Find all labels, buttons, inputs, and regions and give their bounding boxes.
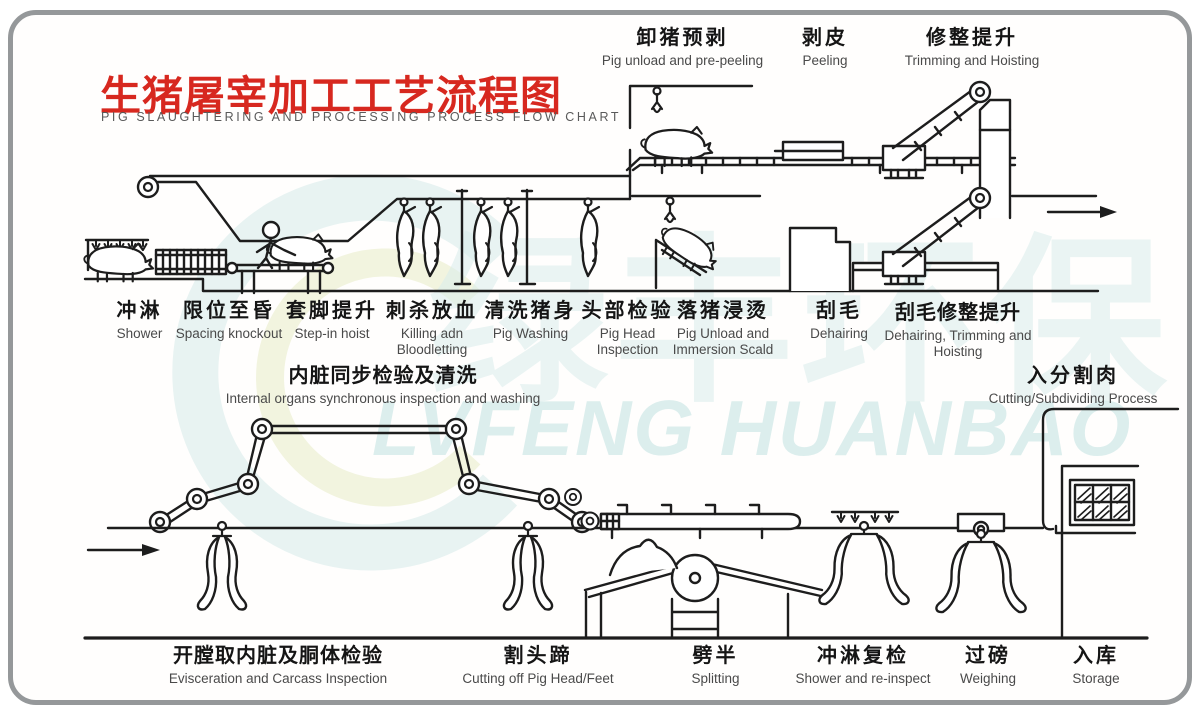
- subdividing-rail-drawing: [1041, 407, 1180, 531]
- scalding-tank-drawing: [788, 226, 852, 293]
- stage-label-trimming-hoisting: 修整提升 Trimming and Hoisting: [904, 27, 1040, 68]
- stage-label-step-in-hoist: 套脚提升 Step-in hoist: [286, 300, 378, 341]
- stage-label-shower: 冲淋 Shower: [116, 300, 163, 341]
- return-rail-drawing: [630, 194, 762, 224]
- stage-label-dehairing: 刮毛 Dehairing: [810, 300, 868, 341]
- stage-label-weighing: 过磅 Weighing: [959, 645, 1017, 686]
- worker-figure: [255, 220, 297, 270]
- flow-arrows-right: [1010, 194, 1117, 218]
- scald-drop-drawing: [651, 216, 726, 290]
- organs-conveyor-drawing: [148, 417, 594, 534]
- carcass-rail-drawing: [106, 522, 1045, 609]
- splitting-saw-drawing: [583, 538, 827, 640]
- stage-label-evisceration: 开膛取内脏及胴体检验 Evisceration and Carcass Insp…: [168, 645, 388, 686]
- stage-label-pig-washing: 清洗猪身 Pig Washing: [484, 300, 577, 341]
- pig-on-saw-table: [608, 538, 679, 577]
- stage-label-unload-prepeel: 卸猪预剥 Pig unload and pre-peeling: [601, 27, 764, 68]
- hoist-tower-drawing: [978, 98, 1012, 220]
- shower-station-drawing: [83, 238, 155, 283]
- stage-label-peeling: 剥皮 Peeling: [802, 27, 848, 68]
- watermark-en: LVFENG HUANBAO: [372, 384, 1132, 472]
- weighing-scale-drawing: [936, 512, 1026, 615]
- flow-arrow-left: [86, 544, 160, 556]
- stage-label-spacing-knockout: 限位至昏 Spacing knockout: [175, 300, 283, 341]
- stage-label-dehair-trim-hoist: 刮毛修整提升 Dehairing, Trimming and Hoisting: [884, 302, 1032, 359]
- sticking-table-drawing: [225, 220, 335, 295]
- page-title: 生猪屠宰加工工艺流程图: [100, 73, 562, 119]
- logo-watermark: [172, 174, 518, 571]
- reinspect-shower-drawing: [819, 510, 909, 607]
- stage-label-killing-bloodletting: 刺杀放血 Killing adn Bloodletting: [386, 300, 478, 357]
- stage-label-storage: 入库 Storage: [1072, 645, 1120, 686]
- stage-label-reinspect: 冲淋复检 Shower and re-inspect: [795, 645, 931, 686]
- upper-floor-line: [83, 277, 1100, 293]
- stage-label-organs-inspection: 内脏同步检验及清洗 Internal organs synchronous in…: [225, 365, 541, 406]
- stage-label-immersion-scald: 落猪浸烫 Pig Unload and Immersion Scald: [672, 300, 774, 357]
- stage-label-splitting: 劈半 Splitting: [691, 645, 740, 686]
- stage-label-head-inspection: 头部检验 Pig Head Inspection: [581, 300, 674, 357]
- page-subtitle: PIG SLAUGHTERING AND PROCESSING PROCESS …: [101, 110, 622, 124]
- bracket-conveyor-drawing: [564, 488, 802, 540]
- stage-label-subdividing: 入分割肉 Cutting/Subdividing Process: [988, 365, 1158, 406]
- storage-drawing: [1054, 464, 1140, 640]
- watermark: 绿丰环保 LVFENG HUANBAO: [172, 174, 1166, 571]
- restrainer-drawing: [154, 248, 228, 276]
- stage-label-cut-head-feet: 割头蹄 Cutting off Pig Head/Feet: [462, 645, 614, 686]
- peeling-conveyor-drawing: [625, 125, 1017, 175]
- washing-frame-drawing: [453, 188, 537, 286]
- peeling-machine-box: [773, 140, 845, 162]
